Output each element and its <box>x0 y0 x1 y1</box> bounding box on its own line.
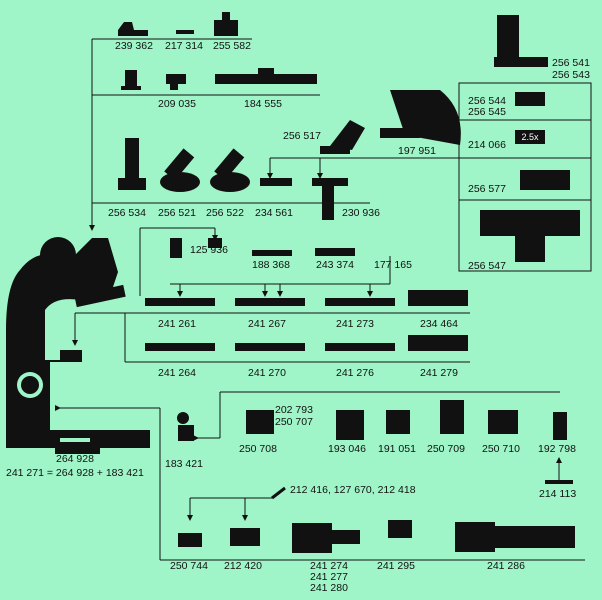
label-256517: 256 517 <box>283 130 321 142</box>
label-241286: 241 286 <box>487 560 525 572</box>
label-241273: 241 273 <box>336 318 374 330</box>
label-241270: 241 270 <box>248 367 286 379</box>
microscope-stand <box>6 237 150 448</box>
label-256543: 256 543 <box>552 69 590 81</box>
badge-box <box>515 130 545 142</box>
label-241277: 241 277 <box>310 571 348 583</box>
label-202793: 202 793 <box>275 404 313 416</box>
label-197951: 197 951 <box>398 145 436 157</box>
connector-lines <box>55 38 592 561</box>
label-250709: 250 709 <box>427 443 465 455</box>
label-209035: 209 035 <box>158 98 196 110</box>
label-243374: 243 374 <box>316 259 354 271</box>
label-183421: 183 421 <box>165 458 203 470</box>
label-214066: 214 066 <box>468 139 506 151</box>
label-234561: 234 561 <box>255 207 293 219</box>
label-241279: 241 279 <box>420 367 458 379</box>
label-264928: 264 928 <box>56 453 94 465</box>
label-250744: 250 744 <box>170 560 208 572</box>
label-191051: 191 051 <box>378 443 416 455</box>
label-241295: 241 295 <box>377 560 415 572</box>
label-188368: 188 368 <box>252 259 290 271</box>
label-250710: 250 710 <box>482 443 520 455</box>
label-256545: 256 545 <box>468 106 506 118</box>
label-192798: 192 798 <box>538 443 576 455</box>
label-256522: 256 522 <box>206 207 244 219</box>
label-184555: 184 555 <box>244 98 282 110</box>
label-256541: 256 541 <box>552 57 590 69</box>
label-241280: 241 280 <box>310 582 348 594</box>
label-241261: 241 261 <box>158 318 196 330</box>
part-shapes <box>55 12 580 553</box>
label-212420: 212 420 <box>224 560 262 572</box>
label-256577: 256 577 <box>468 183 506 195</box>
label-250708: 250 708 <box>239 443 277 455</box>
label-125936: 125 936 <box>190 244 228 256</box>
label-256544: 256 544 <box>468 95 506 107</box>
label-mirrors: 212 416, 127 670, 212 418 <box>290 484 416 496</box>
label-217314: 217 314 <box>165 40 203 52</box>
label-256521: 256 521 <box>158 207 196 219</box>
label-239362: 239 362 <box>115 40 153 52</box>
label-255582: 255 582 <box>213 40 251 52</box>
label-234464: 234 464 <box>420 318 458 330</box>
label-241267: 241 267 <box>248 318 286 330</box>
label-193046: 193 046 <box>328 443 366 455</box>
label-256534: 256 534 <box>108 207 146 219</box>
label-256547: 256 547 <box>468 260 506 272</box>
label-250707: 250 707 <box>275 416 313 428</box>
label-241274: 241 274 <box>310 560 348 572</box>
label-177165: 177 165 <box>374 259 412 271</box>
label-241264: 241 264 <box>158 367 196 379</box>
badge-text: 2.5x <box>521 132 539 142</box>
label-formula: 241 271 = 264 928 + 183 421 <box>6 467 144 479</box>
label-214113: 214 113 <box>539 488 577 500</box>
label-241276: 241 276 <box>336 367 374 379</box>
label-230936: 230 936 <box>342 207 380 219</box>
